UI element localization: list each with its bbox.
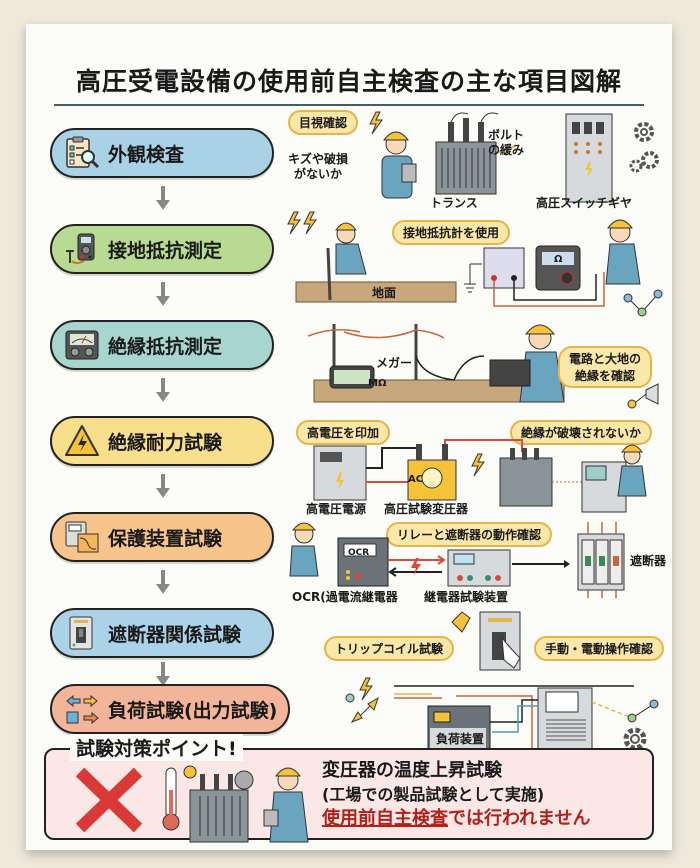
- earth-symbol-icon: [464, 264, 476, 293]
- earth-terminal-box: [483, 247, 525, 289]
- step-protection-device: 保護装置試験: [50, 512, 274, 562]
- label-transformer: トランス: [430, 196, 478, 210]
- warning-dot-icon: [183, 765, 197, 779]
- earth-rod: [326, 247, 332, 301]
- bubble-visual-check: 目視確認: [288, 110, 359, 135]
- exam-tip-warning-rest: では行われません: [448, 808, 591, 829]
- withstand-test-illustration: [313, 439, 647, 513]
- lightning-icon: [359, 677, 373, 701]
- step-label: 絶縁耐力試験: [108, 431, 223, 454]
- network-nodes-icon: [623, 289, 663, 317]
- step-insulation-resistance: 絶縁抵抗測定: [50, 320, 274, 370]
- step-withstand-voltage: 絶縁耐力試験: [50, 416, 274, 466]
- earth-meter-unit: Ω: [554, 254, 563, 265]
- page-title: 高圧受電設備の使用前自主検査の主な項目図解: [75, 67, 622, 96]
- step-breaker-test: 遮断器関係試験: [50, 608, 274, 658]
- temperature-rise-illustration: [162, 765, 309, 843]
- transformer-icon: [189, 789, 249, 843]
- step-load-test: 負荷試験(出力試験): [50, 684, 290, 734]
- exam-tip-main: 変圧器の温度上昇試験: [322, 760, 502, 781]
- clipboard-magnifier-icon: [66, 136, 100, 169]
- earth-resistance-illustration: [287, 211, 641, 307]
- megger-meter-icon: [65, 330, 99, 360]
- flow-arrow: [156, 186, 170, 214]
- load-test-illustration: [345, 677, 659, 752]
- step-label: 保護装置試験: [108, 527, 223, 550]
- worker-icon: [617, 465, 647, 497]
- label-hv-source: 高電圧電源: [306, 502, 367, 516]
- step-visual-inspection: 外観検査: [50, 128, 274, 178]
- bubble-breakdown-check: 絶縁が破壊されないか: [510, 420, 653, 445]
- cross-mark-icon: [75, 767, 143, 833]
- label-switchgear: 高圧スイッチギヤ: [536, 196, 633, 210]
- flow-arrow: [156, 282, 170, 310]
- bubble-relay-check: リレーと遮断器の動作確認: [386, 522, 553, 547]
- label-hv-test-transformer: 高圧試験変圧器: [384, 502, 469, 516]
- label-breaker: 遮断器: [630, 554, 667, 568]
- step-label: 外観検査: [108, 143, 185, 166]
- step-label: 遮断器関係試験: [108, 623, 242, 646]
- infographic-card: 高圧受電設備の使用前自主検査の主な項目図解 外観検査 接地抵抗測定: [26, 24, 672, 850]
- hand-pointer-icon: [501, 636, 521, 669]
- label-megger: メガー: [376, 356, 413, 370]
- ground-strip: [295, 281, 457, 303]
- flow-arrow: [156, 662, 170, 686]
- ac-label: AC: [408, 474, 424, 485]
- exchange-arrows-icon: [66, 694, 99, 725]
- step-label: 絶縁抵抗測定: [108, 335, 223, 358]
- step-label: 接地抵抗測定: [108, 239, 223, 262]
- insulation-resistance-illustration: [307, 324, 565, 403]
- handheld-megger: [489, 359, 531, 387]
- earth-tester-icon: [66, 233, 95, 264]
- protection-test-illustration: [289, 522, 625, 598]
- gear-icon: [629, 122, 659, 173]
- high-voltage-warning-icon: [65, 425, 99, 456]
- label-bolt-loose: ボルト の緩み: [488, 128, 525, 157]
- visual-inspection-illustration: [369, 111, 613, 203]
- bubble-earth-tester: 接地抵抗計を使用: [392, 220, 511, 245]
- hard-hat-icon: [382, 131, 410, 141]
- relay-graph-icon: [65, 521, 99, 553]
- ocr-panel-label: OCR: [348, 548, 370, 558]
- title-divider: [54, 104, 644, 106]
- lightning-icon: [411, 558, 421, 576]
- flow-arrow: [156, 378, 170, 406]
- hammer-icon: [451, 611, 471, 633]
- step-earth-resistance: 接地抵抗測定: [50, 224, 274, 274]
- label-load-device: 負荷装置: [436, 732, 485, 746]
- megaphone-node-icon: [627, 383, 659, 409]
- lightning-icon: [369, 111, 383, 135]
- bubble-manual-electric: 手動・電動操作確認: [534, 636, 665, 661]
- breaker-operation-illustration: [451, 611, 521, 671]
- exam-tip-title: 試験対策ポイント!: [70, 734, 243, 761]
- label-relay-tester: 継電器試験装置: [424, 590, 509, 604]
- step-label: 負荷試験(出力試験): [108, 699, 278, 722]
- bubble-insulation-check: 電路と大地の 絶縁を確認: [558, 346, 653, 388]
- flow-arrow: [156, 570, 170, 598]
- transformer-under-test: [499, 457, 553, 507]
- label-ground: 地面: [372, 286, 397, 300]
- exam-tip-sub: (工場での製品試験として実施): [322, 785, 545, 804]
- exam-tip-box: [44, 748, 654, 840]
- tablet-icon: [401, 163, 417, 183]
- flow-arrow: [156, 474, 170, 502]
- megger-unit: MΩ: [368, 378, 387, 389]
- breaker-switch-icon: [69, 616, 93, 650]
- bubble-trip-coil: トリップコイル試験: [324, 636, 455, 661]
- exam-tip-warning: 使用前自主検査では行われません: [322, 804, 591, 830]
- gear-icon: [623, 727, 647, 751]
- worker-icon: [605, 243, 641, 285]
- label-ocr: OCR(過電流継電器: [292, 590, 398, 604]
- bubble-apply-voltage: 高電圧を印加: [296, 420, 391, 445]
- worker-icon: [335, 243, 367, 275]
- worker-icon: [289, 545, 319, 577]
- label-damage-check: キズや破損 がないか: [288, 152, 349, 181]
- lightning-icon: [287, 211, 317, 235]
- exam-tip-warning-emphasis: 使用前自主検査: [322, 808, 448, 829]
- hv-test-transformer: [407, 459, 457, 501]
- lightning-icon: [471, 453, 485, 477]
